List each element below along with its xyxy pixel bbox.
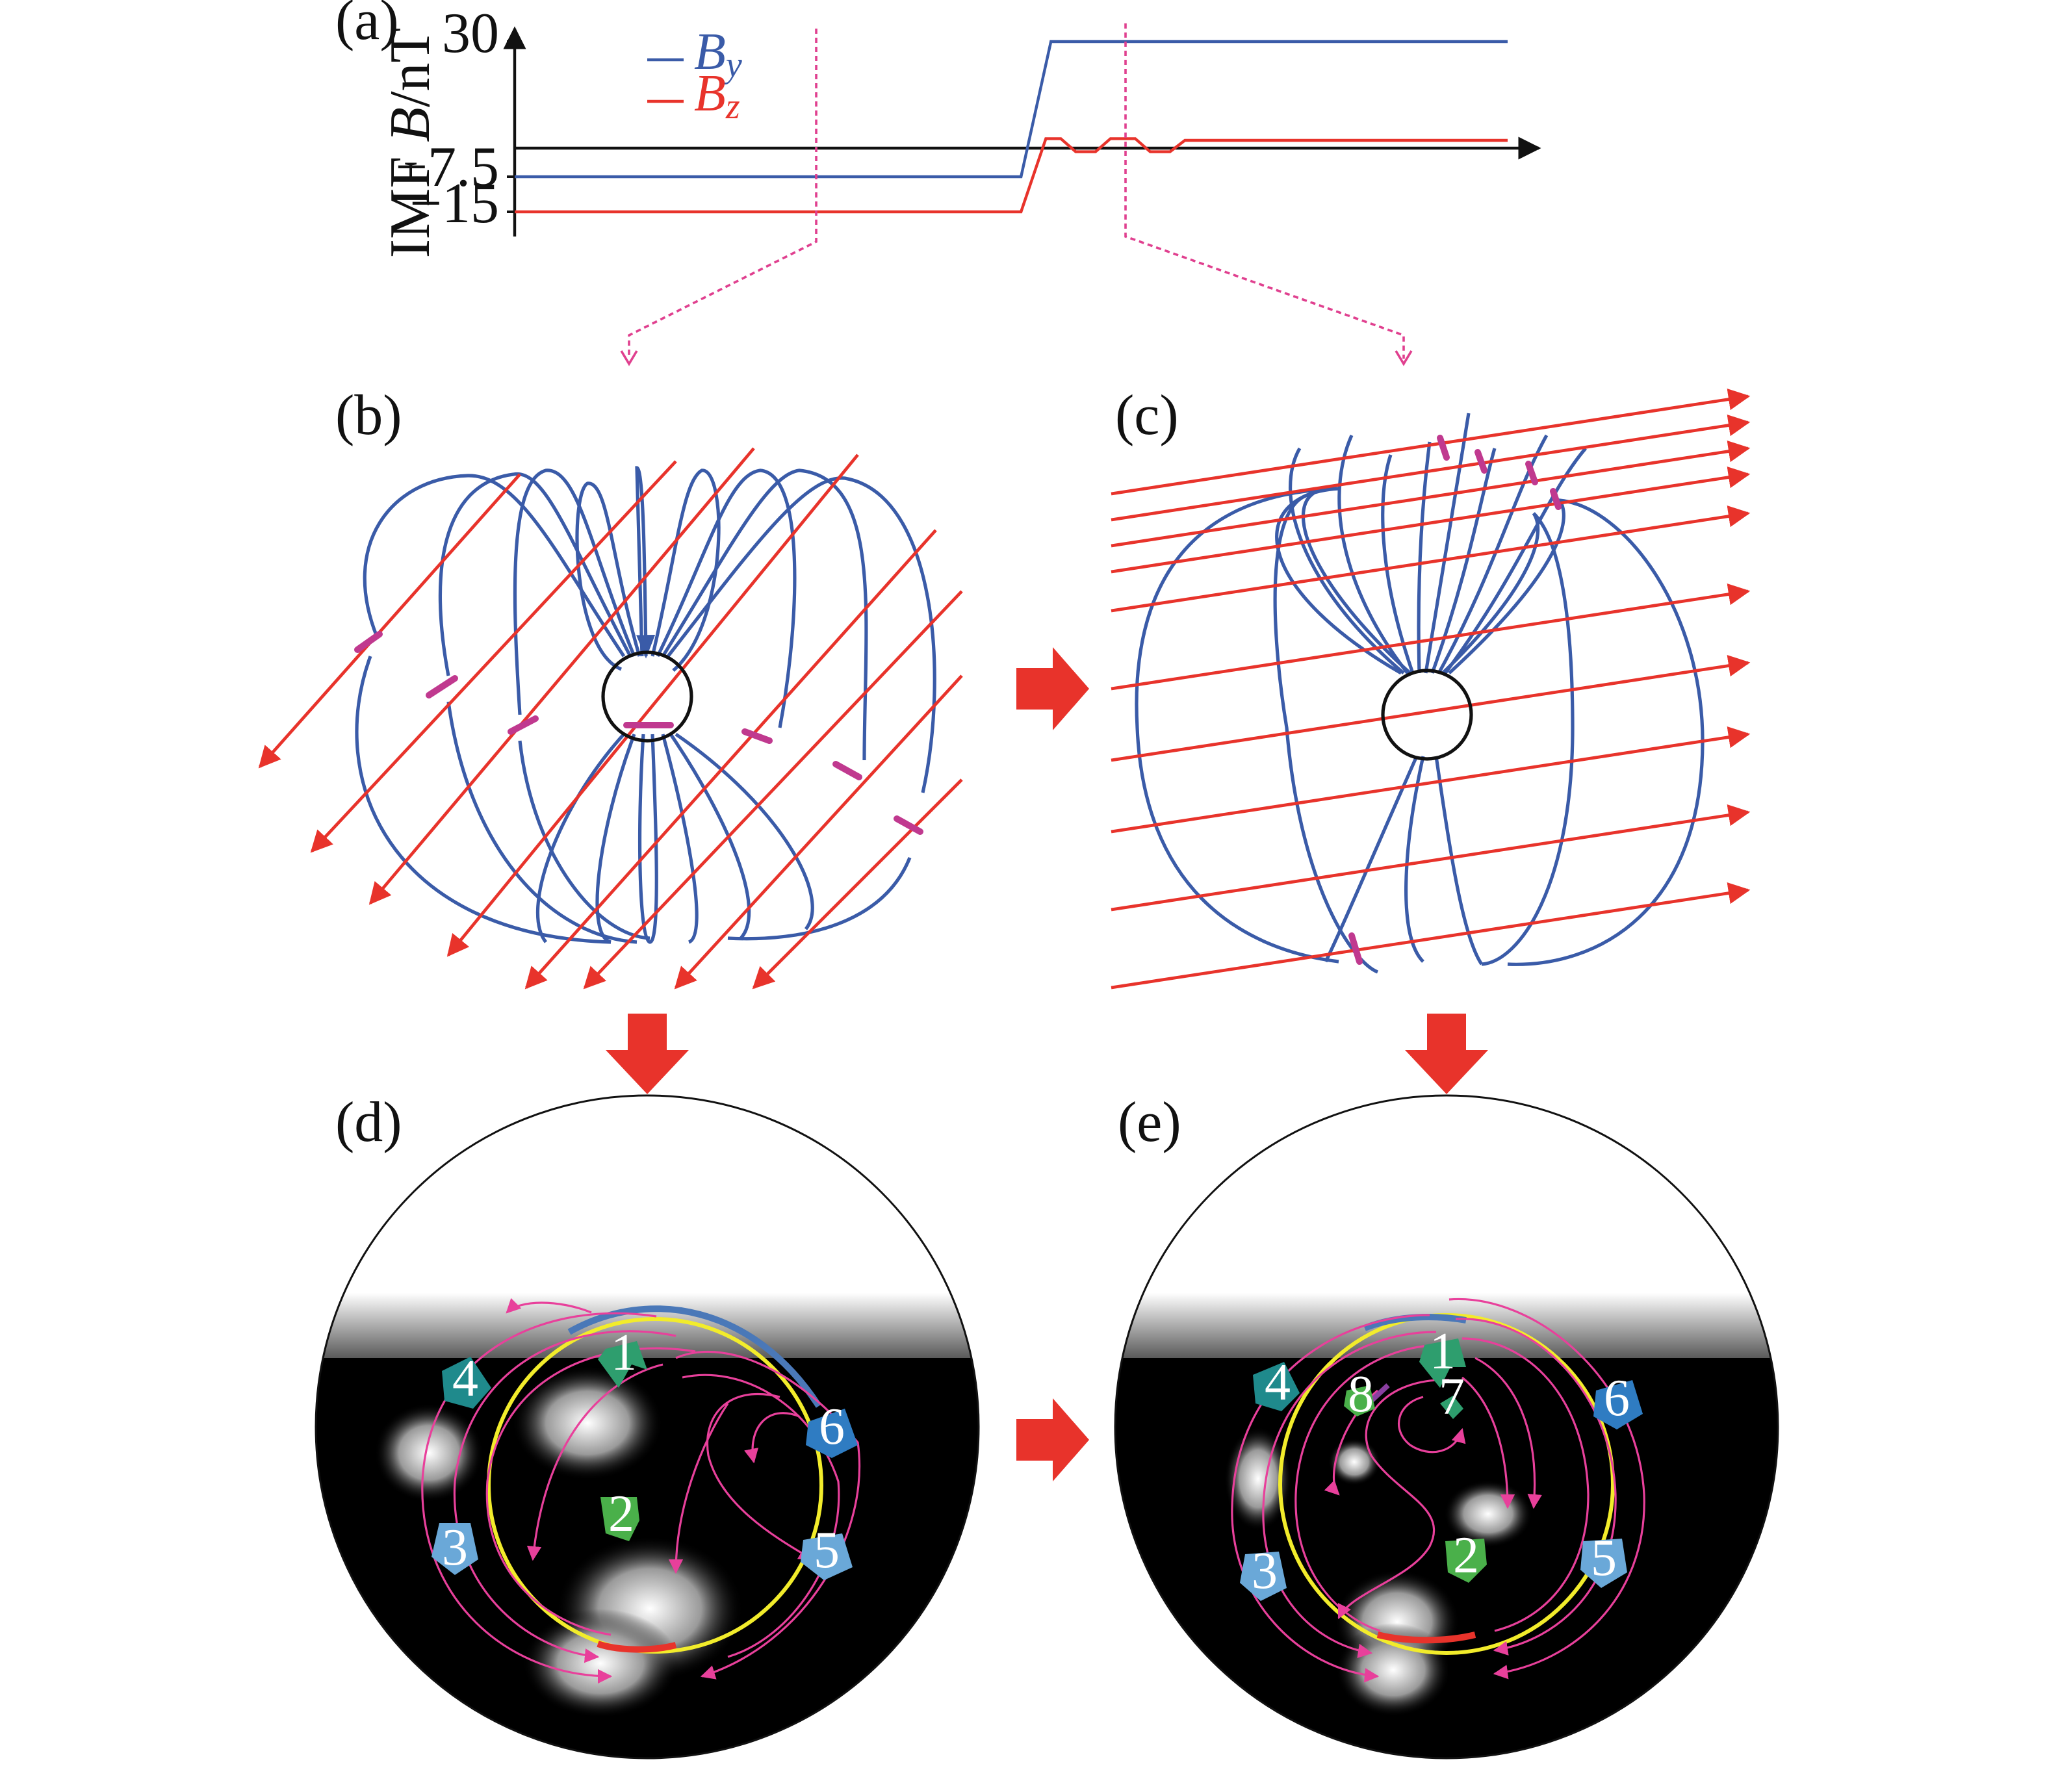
polar-circle-d	[315, 1094, 980, 1760]
reconnection-sites-c	[1348, 435, 1562, 965]
convection-arrow-1: 1	[598, 1324, 647, 1388]
nightside-arc-d	[597, 1641, 677, 1653]
panel-c: (c)	[1111, 384, 1751, 990]
convection-arrow-e-6: 6	[1593, 1370, 1643, 1429]
panel-d: (d) 1	[315, 1091, 980, 1760]
panel-label-a: (a)	[335, 0, 399, 52]
dayside-arc-e	[1363, 1314, 1467, 1331]
svg-text:6: 6	[1604, 1370, 1630, 1427]
svg-text:6: 6	[819, 1398, 845, 1455]
arrow-b-to-d	[606, 1014, 689, 1094]
polar-circle-e	[1114, 1094, 1779, 1760]
series-line-by	[515, 40, 1508, 179]
svg-text:3: 3	[442, 1519, 468, 1576]
ytick-minus-15: −15	[409, 172, 499, 235]
svg-text:8: 8	[1348, 1366, 1374, 1423]
svg-text:7: 7	[1439, 1368, 1465, 1426]
svg-text:2: 2	[608, 1485, 634, 1542]
imf-lines-b	[258, 447, 963, 990]
nightside-arc-e	[1376, 1632, 1476, 1644]
panel-a: (a) 30 −7.5 −15 IMF B/nT By Bz	[335, 0, 1541, 366]
small-purple-mark	[1369, 1383, 1390, 1403]
panel-label-d: (d)	[335, 1091, 402, 1154]
field-lines-c	[1135, 413, 1705, 974]
panel-b: (b)	[258, 384, 963, 990]
ytick-30: 30	[442, 2, 499, 65]
arrow-b-to-c	[1016, 647, 1089, 730]
convection-arrow-5: 5	[801, 1522, 853, 1580]
convection-arrow-e-3: 3	[1240, 1542, 1287, 1601]
flow-lines-e	[1231, 1298, 1645, 1683]
svg-text:4: 4	[452, 1350, 478, 1407]
dayside-arc-d	[567, 1305, 822, 1408]
svg-text:5: 5	[814, 1522, 840, 1579]
series-layer	[515, 40, 1508, 214]
arrow-c-to-e	[1405, 1014, 1488, 1094]
convection-arrow-4: 4	[442, 1350, 491, 1409]
convection-arrow-e-8: 8	[1344, 1366, 1375, 1423]
svg-text:1: 1	[611, 1324, 637, 1381]
convection-arrow-3: 3	[431, 1519, 478, 1576]
panel-e: (e)	[1114, 1091, 1779, 1760]
svg-text:1: 1	[1430, 1323, 1456, 1380]
panel-label-e: (e)	[1118, 1091, 1181, 1154]
convection-arrow-e-4: 4	[1253, 1354, 1300, 1411]
series-line-bz	[515, 137, 1508, 214]
svg-text:3: 3	[1252, 1542, 1278, 1600]
reconnection-sites-b	[354, 631, 923, 835]
imf-lines-c	[1111, 388, 1751, 990]
panel-label-c: (c)	[1115, 384, 1179, 447]
earth-b	[601, 650, 693, 743]
flow-lines-d	[421, 1298, 861, 1684]
svg-text:2: 2	[1453, 1527, 1479, 1584]
numbered-arrows-e: 1 2 3 4 5 6 7	[1240, 1323, 1643, 1601]
field-lines-b	[355, 466, 936, 944]
convection-arrow-e-1: 1	[1419, 1323, 1466, 1388]
svg-text:5: 5	[1591, 1530, 1617, 1587]
legend-label-bz: Bz	[694, 65, 740, 127]
convection-arrow-e-2: 2	[1445, 1527, 1487, 1584]
convection-arrow-e-7: 7	[1439, 1368, 1465, 1426]
y-axis-label: IMF B/nT	[379, 28, 442, 258]
svg-text:4: 4	[1265, 1354, 1291, 1411]
convection-arrow-6: 6	[806, 1398, 858, 1458]
convection-arrow-2: 2	[600, 1485, 639, 1542]
pointer-line-c	[1124, 23, 1405, 359]
arrow-d-to-e	[1016, 1398, 1089, 1481]
ytick-minus-7-5: −7.5	[395, 136, 499, 199]
legend-label-by: By	[694, 23, 742, 85]
numbered-arrows-d: 1 2 3 4 5 6	[431, 1324, 858, 1580]
panel-label-b: (b)	[335, 384, 402, 447]
convection-arrow-e-5: 5	[1580, 1530, 1627, 1588]
earth-c	[1381, 669, 1473, 761]
